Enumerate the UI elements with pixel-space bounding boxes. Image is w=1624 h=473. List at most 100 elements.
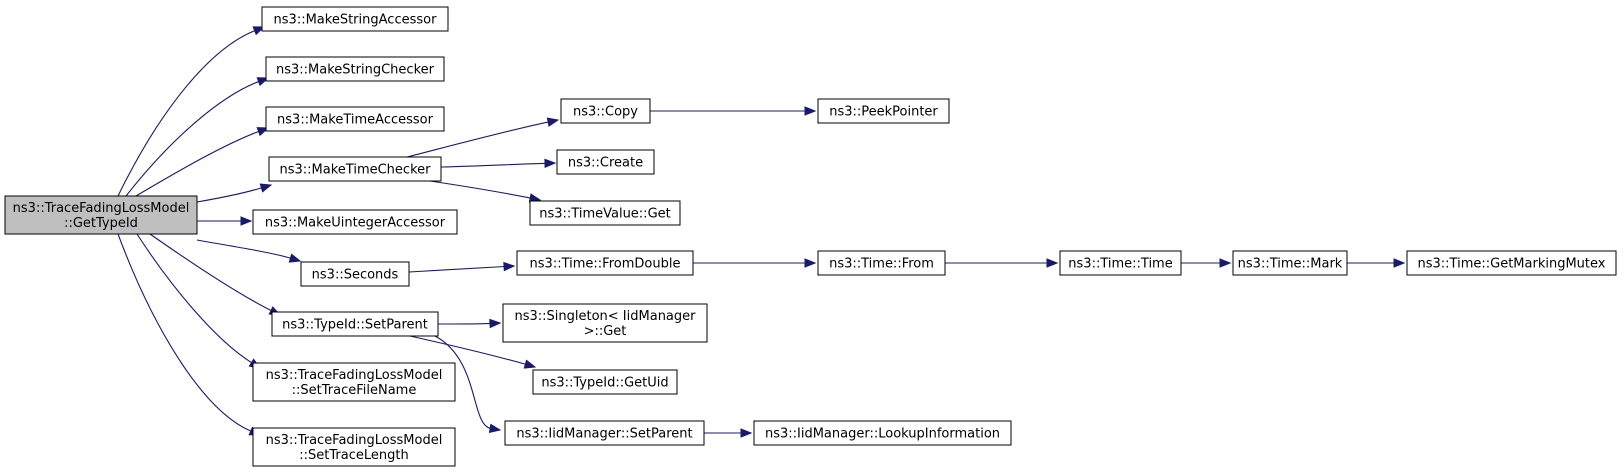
arrowhead xyxy=(256,127,270,137)
node-box xyxy=(268,156,442,182)
node-label: ns3::MakeStringChecker xyxy=(276,63,435,78)
node-peekPointer[interactable]: ns3::PeekPointer xyxy=(817,98,950,124)
node-label: ns3::Time::FromDouble xyxy=(530,257,681,272)
node-timeFromDouble[interactable]: ns3::Time::FromDouble xyxy=(516,250,694,276)
node-box xyxy=(252,427,456,467)
node-box xyxy=(300,261,410,287)
node-timeValueGet[interactable]: ns3::TimeValue::Get xyxy=(529,200,681,226)
node-label: ns3::TypeId::SetParent xyxy=(282,318,428,333)
node-box xyxy=(532,369,678,395)
edge-makeTimeChecker-to-create xyxy=(440,158,557,169)
node-box xyxy=(265,56,445,82)
node-copy[interactable]: ns3::Copy xyxy=(560,98,651,124)
node-label: ns3::Copy xyxy=(573,105,638,120)
edge-timeFromDouble-to-timeFrom xyxy=(693,258,817,268)
edge-line xyxy=(409,335,527,366)
node-label: ns3::MakeTimeAccessor xyxy=(277,113,434,128)
node-box xyxy=(252,362,456,402)
node-box xyxy=(529,200,681,226)
node-box xyxy=(502,303,708,343)
edge-root-to-makeUintegerAccessor xyxy=(197,216,253,226)
node-create[interactable]: ns3::Create xyxy=(556,149,655,175)
node-singletonGet[interactable]: ns3::Singleton< IidManager >::Get xyxy=(502,303,708,343)
node-box xyxy=(560,98,651,124)
node-makeUintegerAccessor[interactable]: ns3::MakeUintegerAccessor xyxy=(252,209,458,235)
arrowhead xyxy=(804,258,817,268)
function-nodes: ns3::TraceFadingLossModel::GetTypeIdns3:… xyxy=(4,6,1617,467)
node-iidSetParent[interactable]: ns3::IidManager::SetParent xyxy=(504,420,705,446)
arrowhead xyxy=(523,359,537,369)
arrowhead xyxy=(544,158,557,169)
edge-root-to-typeIdSetParent xyxy=(149,233,282,316)
arrowhead xyxy=(1219,258,1232,268)
node-box xyxy=(271,311,439,337)
edge-timeFrom-to-timeTime xyxy=(945,258,1059,268)
arrowhead xyxy=(489,318,502,329)
node-timeMark[interactable]: ns3::Time::Mark xyxy=(1232,250,1348,276)
node-setTraceFileName[interactable]: ns3::TraceFadingLossModel::SetTraceFileN… xyxy=(252,362,456,402)
arrowhead xyxy=(288,253,302,263)
node-box xyxy=(1232,250,1348,276)
edge-copy-to-peekPointer xyxy=(650,106,817,116)
node-box xyxy=(1059,250,1182,276)
node-label: ns3::TimeValue::Get xyxy=(539,207,671,222)
arrowhead xyxy=(1046,258,1059,268)
arrowhead xyxy=(259,183,273,193)
node-lookupInformation[interactable]: ns3::IidManager::LookupInformation xyxy=(753,420,1012,446)
edge-line xyxy=(440,162,547,168)
node-label: ns3::Create xyxy=(568,156,643,171)
call-edges xyxy=(117,26,1406,438)
node-seconds[interactable]: ns3::Seconds xyxy=(300,261,410,287)
node-timeTime[interactable]: ns3::Time::Time xyxy=(1059,250,1182,276)
arrowhead xyxy=(488,423,502,433)
node-box xyxy=(265,106,445,132)
edge-line xyxy=(429,180,532,199)
edge-root-to-seconds xyxy=(196,239,302,263)
node-box xyxy=(4,195,198,235)
node-label: ns3::TraceFadingLossModel xyxy=(266,368,443,383)
node-label: ::SetTraceFileName xyxy=(292,383,417,398)
node-label: ns3::Seconds xyxy=(312,268,399,283)
arrowhead xyxy=(740,428,753,438)
edge-iidSetParent-to-lookupInformation xyxy=(703,428,753,438)
node-box xyxy=(817,250,946,276)
edge-typeIdSetParent-to-typeIdGetUid xyxy=(409,335,537,369)
node-setTraceLength[interactable]: ns3::TraceFadingLossModel::SetTraceLengt… xyxy=(252,427,456,467)
node-label: ns3::IidManager::LookupInformation xyxy=(765,427,1000,442)
edge-line xyxy=(406,121,550,158)
node-label: ns3::MakeTimeChecker xyxy=(280,163,432,178)
edge-line xyxy=(125,80,260,197)
node-label: ns3::Time::From xyxy=(829,257,934,272)
node-label: ::GetTypeId xyxy=(64,216,138,231)
node-typeIdGetUid[interactable]: ns3::TypeId::GetUid xyxy=(532,369,678,395)
arrowhead xyxy=(546,117,560,127)
edge-root-to-setTraceLength xyxy=(117,233,262,436)
edge-timeTime-to-timeMark xyxy=(1181,258,1232,268)
edge-makeTimeChecker-to-timeValueGet xyxy=(429,180,542,203)
node-label: ns3::MakeStringAccessor xyxy=(274,13,438,28)
edge-line xyxy=(117,233,252,433)
node-timeFrom[interactable]: ns3::Time::From xyxy=(817,250,946,276)
node-box xyxy=(753,420,1012,446)
node-makeStringChecker[interactable]: ns3::MakeStringChecker xyxy=(265,56,445,82)
edge-line xyxy=(408,265,506,273)
edge-root-to-setTraceFileName xyxy=(136,233,262,369)
node-label: ns3::TraceFadingLossModel xyxy=(266,433,443,448)
node-root[interactable]: ns3::TraceFadingLossModel::GetTypeId xyxy=(4,195,198,235)
node-label: ns3::MakeUintegerAccessor xyxy=(265,216,446,231)
node-label: ns3::Time::Time xyxy=(1068,257,1172,272)
node-makeStringAccessor[interactable]: ns3::MakeStringAccessor xyxy=(261,6,449,32)
node-makeTimeChecker[interactable]: ns3::MakeTimeChecker xyxy=(268,156,442,182)
node-typeIdSetParent[interactable]: ns3::TypeId::SetParent xyxy=(271,311,439,337)
edge-root-to-makeStringAccessor xyxy=(117,26,266,197)
node-getMarkingMutex[interactable]: ns3::Time::GetMarkingMutex xyxy=(1406,250,1617,276)
node-label: ns3::TypeId::GetUid xyxy=(541,376,668,391)
node-box xyxy=(817,98,950,124)
edge-line xyxy=(196,239,292,259)
node-box xyxy=(1406,250,1617,276)
node-label: ns3::IidManager::SetParent xyxy=(516,427,692,442)
edge-line xyxy=(135,130,260,197)
node-box xyxy=(556,149,655,175)
node-label: >::Get xyxy=(584,324,627,339)
node-makeTimeAccessor[interactable]: ns3::MakeTimeAccessor xyxy=(265,106,445,132)
